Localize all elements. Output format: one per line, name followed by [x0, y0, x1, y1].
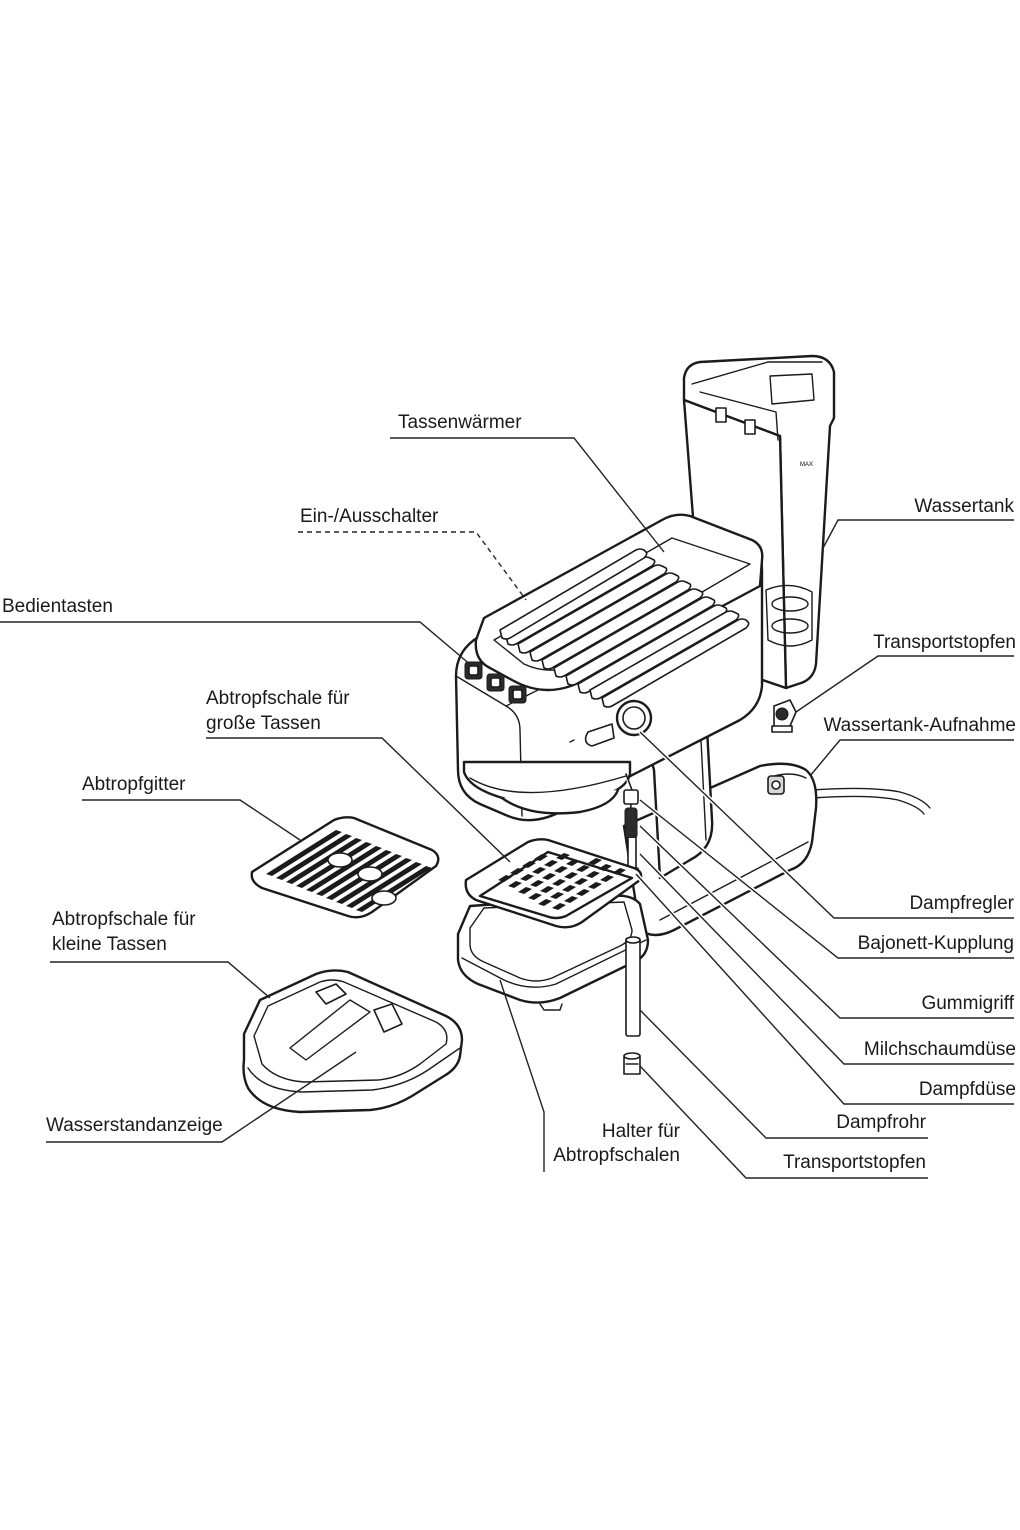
label-bedientasten: Bedientasten [2, 596, 113, 617]
callout-labels: Tassenwärmer Ein-/Ausschalter Bedientast… [2, 412, 1016, 1173]
label-dampfduese: Dampfdüse [919, 1079, 1016, 1100]
label-abtropfschale-klein-line1: Abtropfschale für [52, 909, 196, 930]
label-wasserstandanzeige: Wasserstandanzeige [46, 1115, 223, 1136]
label-abtropfschale-gross-line1: Abtropfschale für [206, 688, 350, 709]
label-halter-line2: Abtropfschalen [553, 1145, 680, 1166]
label-milchschaumduese: Milchschaumdüse [864, 1039, 1016, 1060]
machine-base [622, 762, 818, 937]
label-bajonett-kupplung: Bajonett-Kupplung [858, 933, 1014, 954]
label-abtropfgitter: Abtropfgitter [82, 774, 186, 795]
steam-pipe-loose [625, 936, 641, 1037]
label-dampfregler: Dampfregler [909, 893, 1014, 914]
label-abtropfschale-klein-line2: kleine Tassen [52, 934, 167, 955]
label-halter-line1: Halter für [602, 1121, 681, 1142]
control-buttons [464, 661, 527, 704]
transport-plug-top [771, 699, 797, 733]
label-ein-ausschalter: Ein-/Ausschalter [300, 506, 439, 527]
steam-knob [569, 699, 653, 747]
label-tassenwaermer: Tassenwärmer [398, 412, 522, 433]
steam-wand [623, 773, 639, 877]
label-gummigriff: Gummigriff [921, 993, 1014, 1014]
label-abtropfschale-gross-line2: große Tassen [206, 713, 321, 734]
label-dampfrohr: Dampfrohr [836, 1112, 926, 1133]
transport-plug-bottom [623, 1052, 641, 1075]
leader-lines [0, 437, 1014, 1179]
tray-grid-holes [498, 853, 626, 910]
cup-warmer-grille [499, 548, 750, 708]
label-transportstopfen-top: Transportstopfen [873, 632, 1016, 653]
drip-tray-holder [456, 894, 650, 1011]
tank-max-marking: MAX [800, 462, 813, 468]
label-wassertank: Wassertank [914, 496, 1014, 517]
group-head [462, 760, 632, 815]
drip-grid [250, 816, 440, 919]
label-wassertank-aufnahme: Wassertank-Aufnahme [823, 715, 1016, 736]
small-cup-drip-tray [242, 969, 464, 1114]
label-transportstopfen-bottom: Transportstopfen [783, 1152, 926, 1173]
